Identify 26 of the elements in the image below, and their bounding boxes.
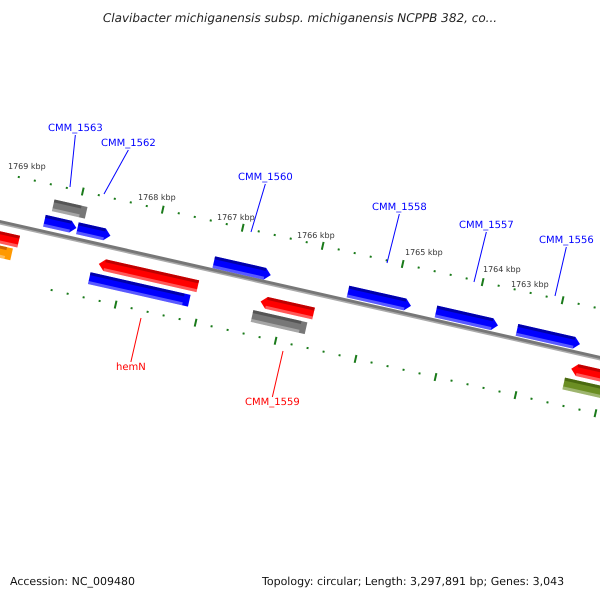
scale-label: 1769 kbp	[8, 163, 46, 171]
gene-label: CMM_1556	[539, 236, 594, 246]
leader-line	[104, 150, 129, 194]
scale-label: 1765 kbp	[405, 249, 443, 257]
scale-label: 1768 kbp	[138, 194, 176, 202]
genome-summary-text: Topology: circular; Length: 3,297,891 bp; Genes: 3,043	[262, 576, 564, 587]
leader-line	[130, 318, 142, 362]
scale-label: 1767 kbp	[217, 214, 255, 222]
scale-label: 1764 kbp	[483, 266, 521, 274]
title: Clavibacter michiganensis subsp. michiganensis NCPPB 382, co...	[102, 12, 498, 24]
leader-line	[386, 214, 400, 264]
gene-label: CMM_1558	[372, 203, 427, 213]
gene-label: CMM_1560	[238, 173, 293, 183]
leader-line	[70, 134, 76, 188]
leader-line	[474, 232, 487, 282]
gene-label: CMM_1559	[245, 398, 300, 408]
leader-line	[554, 246, 567, 296]
scale-label: 1766 kbp	[297, 232, 335, 240]
gene-label: hemN	[116, 363, 146, 373]
gene-label: CMM_1563	[48, 124, 103, 134]
gene-label: CMM_1557	[459, 221, 514, 231]
gene-label: CMM_1562	[101, 139, 156, 149]
scale-label: 1763 kbp	[511, 281, 549, 289]
accession-text: Accession: NC_009480	[10, 576, 136, 587]
leader-line	[272, 350, 284, 398]
leader-line	[250, 184, 266, 232]
